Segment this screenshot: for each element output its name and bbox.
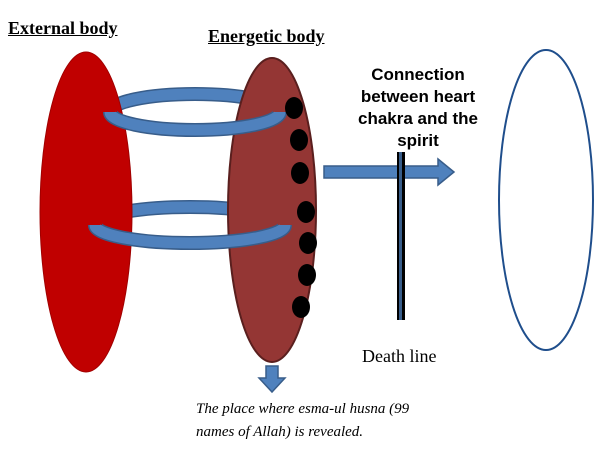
external-body-ellipse xyxy=(39,51,133,373)
connection-label-line-3: chakra and the xyxy=(358,109,478,128)
connection-label-line-1: Connection xyxy=(371,65,465,84)
death-line-label: Death line xyxy=(362,346,437,366)
revelation-caption-line-1: The place where esma-ul husna (99 xyxy=(196,401,410,417)
external-body-label: External body xyxy=(8,18,118,38)
connection-label-line-2: between heart xyxy=(360,87,476,106)
lower-ring-front xyxy=(89,223,291,249)
connection-arrow xyxy=(323,157,456,187)
spirit-ellipse xyxy=(498,49,594,351)
chakra-6 xyxy=(298,264,316,286)
chakra-2 xyxy=(290,129,308,151)
upper-ring-front xyxy=(104,110,286,136)
chakra-5 xyxy=(299,232,317,254)
chakra-3 xyxy=(291,162,309,184)
chakra-1 xyxy=(285,97,303,119)
revelation-caption-line-2: names of Allah) is revealed. xyxy=(196,424,364,440)
chakra-4 xyxy=(297,201,315,223)
down-arrow xyxy=(257,365,287,394)
death-line-highlight xyxy=(399,152,402,320)
connection-label: Connection between heart chakra and the … xyxy=(352,64,484,152)
chakra-group xyxy=(285,97,317,318)
connection-label-line-4: spirit xyxy=(397,131,439,150)
revelation-place-caption: The place where esma-ul husna (99 names … xyxy=(196,398,409,444)
chakra-7 xyxy=(292,296,310,318)
energetic-body-label: Energetic body xyxy=(208,26,325,46)
